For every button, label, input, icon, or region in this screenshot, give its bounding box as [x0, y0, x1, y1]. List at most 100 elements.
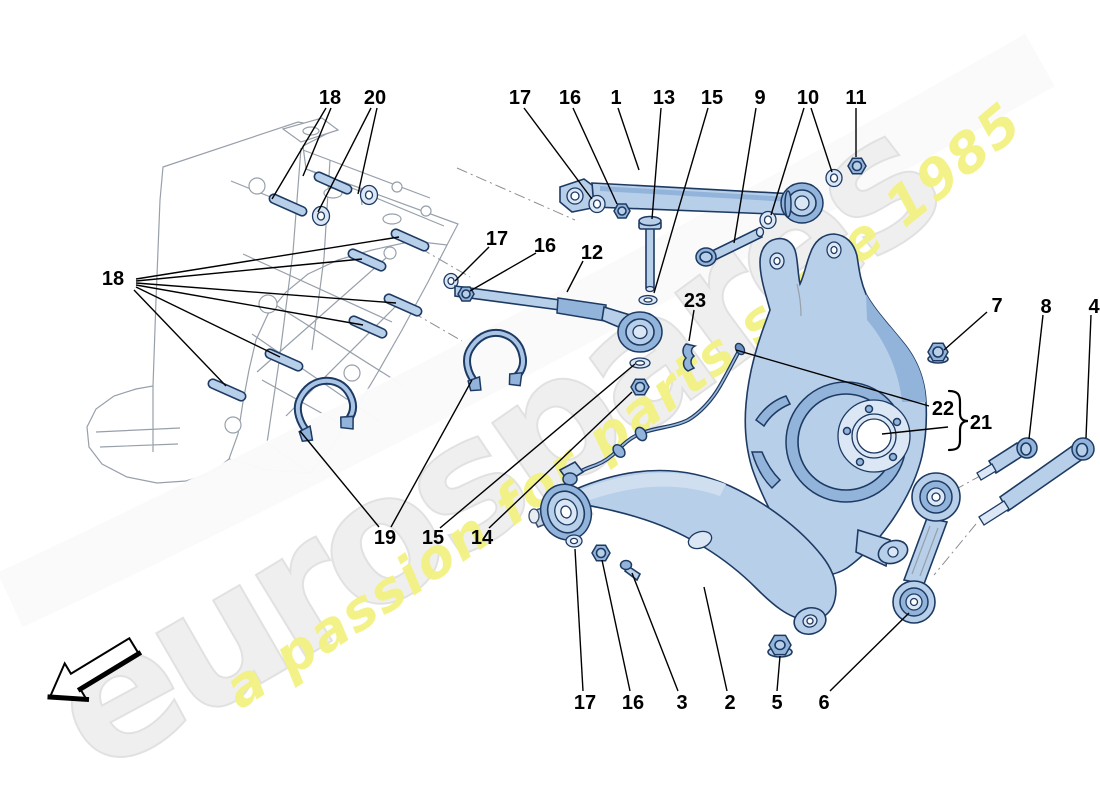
leader-line-16	[572, 107, 618, 205]
leader-line-13	[651, 107, 662, 220]
leader-line-5	[776, 655, 781, 692]
part-label-6-28: 6	[818, 692, 829, 714]
part-label-8-16: 8	[1040, 296, 1051, 318]
part-label-17-23: 17	[574, 692, 596, 714]
leader-line-4	[1085, 314, 1092, 439]
part-label-21-19: 21	[970, 412, 992, 434]
toe-adjuster-link	[443, 272, 663, 396]
leader-line-18	[135, 258, 363, 282]
leader-line-2	[703, 586, 728, 692]
leader-line-16	[469, 252, 537, 292]
leader-line-18	[135, 284, 364, 326]
safety-fork-clips	[293, 328, 528, 443]
part-label-14-22: 14	[471, 527, 494, 549]
pin-washers	[311, 184, 379, 227]
part-label-4-17: 4	[1088, 296, 1100, 318]
leader-line-10	[770, 107, 805, 216]
lower-arm-front-bushing	[528, 483, 593, 541]
leader-line-15	[653, 107, 709, 294]
link-mount-lug	[877, 539, 909, 565]
leader-line-7	[943, 311, 988, 351]
toe-link-nut-14	[630, 378, 650, 396]
leader-line-9	[733, 107, 757, 244]
bracket-21-brace	[947, 389, 969, 452]
leader-line-10	[810, 107, 833, 173]
fixing-bolt-8	[976, 437, 1038, 481]
camber-bolt-9	[695, 226, 765, 267]
part-label-3-25: 3	[676, 692, 687, 714]
leader-line-21	[881, 426, 949, 435]
part-label-16-12: 16	[534, 235, 556, 257]
part-label-19-20: 19	[374, 527, 396, 549]
leader-line-3	[631, 572, 679, 692]
fixing-bolt-4	[978, 437, 1095, 526]
part-label-20-1: 20	[364, 87, 386, 109]
leader-line-20	[317, 107, 372, 213]
leader-line-18	[133, 289, 227, 387]
upper-arm-washer-17	[588, 194, 606, 214]
leader-line-22	[735, 349, 930, 407]
part-label-10-8: 10	[797, 87, 819, 109]
part-label-11-9: 11	[845, 87, 866, 109]
hub-bearing-flange	[785, 381, 911, 503]
leader-line-16	[601, 559, 631, 692]
leader-line-23	[688, 309, 695, 342]
leader-line-17	[454, 246, 490, 282]
leader-line-17	[574, 548, 584, 692]
leader-line-20	[357, 107, 378, 195]
leader-line-8	[1028, 314, 1044, 440]
part-label-23-14: 23	[684, 290, 706, 312]
view-direction-arrow	[47, 636, 143, 703]
part-label-17-2: 17	[509, 87, 531, 109]
fixing-pins	[207, 171, 430, 402]
flanged-nut-5	[767, 634, 793, 658]
watermark-swoosh-edge	[0, 33, 1055, 628]
part-label-22-18: 22	[932, 398, 954, 420]
part-label-15-6: 15	[701, 87, 723, 109]
part-label-17-11: 17	[486, 228, 508, 250]
leader-line-19	[390, 379, 473, 528]
chassis-side-member	[86, 117, 459, 484]
leader-line-19	[299, 430, 380, 528]
abs-sensor-cable	[558, 342, 746, 486]
leader-line-18	[135, 236, 400, 280]
leader-line-14	[488, 391, 633, 529]
lower-arm-nut-16	[591, 544, 611, 562]
lower-arm-washer-17	[565, 534, 583, 548]
part-label-16-24: 16	[622, 692, 644, 714]
leader-line-18	[135, 282, 397, 304]
part-label-2-26: 2	[724, 692, 735, 714]
lower-wishbone-arm	[528, 469, 837, 636]
part-label-18-10: 18	[102, 268, 124, 290]
leader-line-1	[617, 107, 640, 171]
part-label-15-21: 15	[422, 527, 444, 549]
leader-line-12	[566, 260, 584, 293]
part-label-5-27: 5	[771, 692, 782, 714]
hub-upright	[744, 233, 928, 576]
vertical-bolt-13	[638, 215, 662, 306]
part-label-12-13: 12	[581, 242, 603, 264]
upper-arm-nut-16	[613, 203, 631, 219]
part-label-1-4: 1	[610, 87, 621, 109]
washers-10	[759, 168, 843, 230]
lower-arm-rear-eye	[793, 606, 827, 636]
part-label-9-7: 9	[754, 87, 765, 109]
leader-line-18	[302, 107, 332, 177]
assembly-axis-lines	[411, 167, 983, 576]
leader-line-17	[523, 107, 593, 200]
connecting-link	[892, 472, 961, 624]
leader-line-6	[829, 612, 910, 692]
leader-line-15	[439, 363, 636, 529]
leader-line-18	[271, 107, 327, 200]
part-label-16-3: 16	[559, 87, 581, 109]
leader-line-18	[135, 286, 281, 358]
part-label-18-0: 18	[319, 87, 341, 109]
cable-clip-23	[682, 343, 698, 372]
watermark-swoosh	[0, 20, 1100, 718]
part-label-13-5: 13	[653, 87, 675, 109]
part-label-7-15: 7	[991, 295, 1002, 317]
upper-wishbone-arm	[559, 178, 824, 224]
